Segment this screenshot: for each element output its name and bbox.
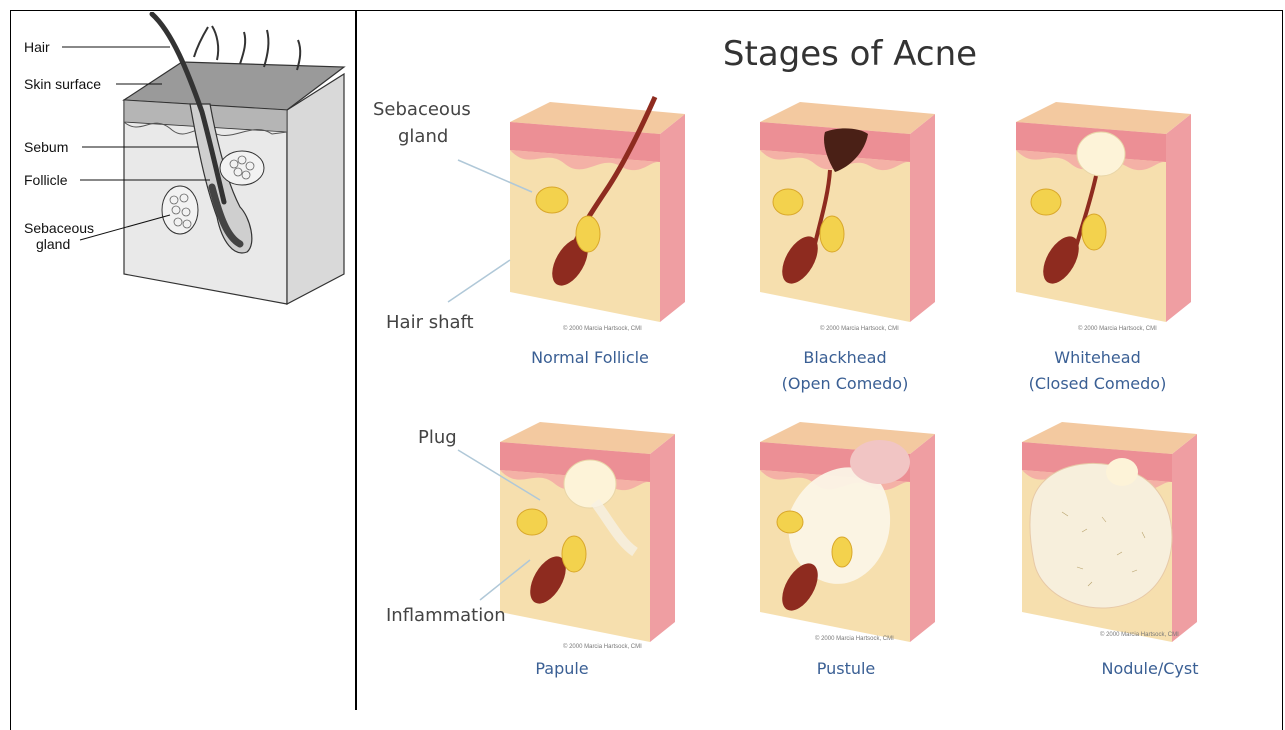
stage-papule-block	[500, 422, 675, 642]
label-follicle: Follicle	[24, 172, 68, 188]
stage-nodule-cyst-block	[1022, 422, 1197, 642]
callout-plug: Plug	[418, 425, 457, 451]
copyright-4: © 2000 Marcia Hartsock, CMI	[563, 644, 642, 650]
stage-label-blackhead: Blackhead (Open Comedo)	[765, 345, 925, 397]
skin-cross-section-diagram	[12, 12, 354, 312]
callout-inflammation: Inflammation	[386, 603, 506, 629]
skin-block-illustration	[12, 12, 354, 312]
copyright-3: © 2000 Marcia Hartsock, CMI	[1078, 326, 1157, 332]
stage-whitehead-block	[1016, 102, 1191, 322]
copyright-2: © 2000 Marcia Hartsock, CMI	[820, 326, 899, 332]
stage-label-nodule-cyst: Nodule/Cyst	[1080, 656, 1220, 682]
table-divider	[355, 10, 357, 710]
label-sebum: Sebum	[24, 139, 68, 155]
copyright-1: © 2000 Marcia Hartsock, CMI	[563, 326, 642, 332]
stage-normal-follicle-block	[510, 97, 685, 322]
stage-label-normal-follicle: Normal Follicle	[510, 345, 670, 371]
stage-label-papule: Papule	[502, 656, 622, 682]
copyright-6: © 2000 Marcia Hartsock, CMI	[1100, 632, 1179, 638]
stages-title: Stages of Acne	[640, 34, 1060, 74]
label-sebaceous-gland-line2: gland	[36, 236, 70, 252]
stage-blackhead-block	[760, 102, 935, 322]
callout-sebaceous-line2: gland	[398, 124, 448, 150]
stage-label-pustule: Pustule	[786, 656, 906, 682]
label-sebaceous-gland-line1: Sebaceous	[24, 220, 94, 236]
label-skin-surface: Skin surface	[24, 76, 101, 92]
callout-hair-shaft: Hair shaft	[386, 310, 474, 336]
stage-label-whitehead: Whitehead (Closed Comedo)	[1015, 345, 1180, 397]
callout-sebaceous-line1: Sebaceous	[373, 97, 471, 123]
stage-pustule-block	[760, 422, 935, 642]
copyright-5: © 2000 Marcia Hartsock, CMI	[815, 636, 894, 642]
label-hair: Hair	[24, 39, 50, 55]
